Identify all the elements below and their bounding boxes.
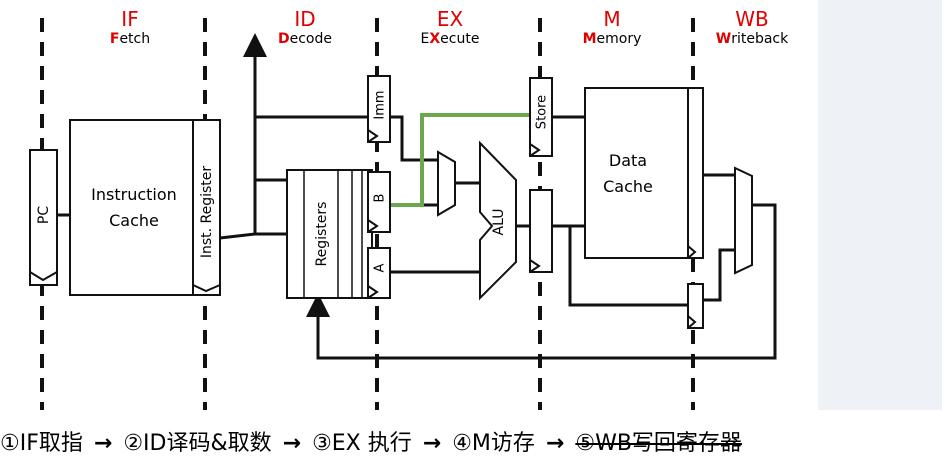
- stage-m-name: Memory: [582, 31, 642, 47]
- ex-mux: [437, 150, 456, 217]
- stage-if-abbr: IF: [121, 7, 139, 31]
- wire-latch-bypass: [568, 226, 688, 307]
- a-latch: A: [367, 247, 391, 299]
- stage-m-abbr: M: [603, 7, 621, 31]
- stage-ex-abbr: EX: [436, 7, 464, 31]
- stage-wb: WB Writeback: [716, 8, 788, 48]
- register-file: Registers: [286, 169, 373, 299]
- caption-step-ex: ③EX 执行: [312, 431, 412, 456]
- stage-ex: EX EXecute: [421, 8, 480, 48]
- caption-step-m: ④M访存: [452, 431, 535, 456]
- a-label: A: [373, 263, 388, 272]
- stage-if: IF Fetch: [110, 8, 150, 48]
- caption-arrow-2: →: [282, 431, 302, 456]
- pipeline-caption: ①IF取指 → ②ID译码&取数 → ③EX 执行 → ④M访存 → ⑤WB写回…: [0, 424, 942, 464]
- stage-id-name: Decode: [277, 31, 333, 47]
- icache-label-1: Instruction: [91, 185, 177, 204]
- caption-step-wb: ⑤WB写回寄存器: [575, 431, 742, 456]
- store-label: Store: [535, 95, 550, 129]
- stage-wb-name: Writeback: [715, 31, 789, 47]
- ex-m-result-latch: [529, 189, 553, 273]
- caption-arrow-3: →: [422, 431, 442, 456]
- stage-wb-abbr: WB: [735, 7, 769, 31]
- store-latch: Store: [529, 77, 553, 157]
- dcache-label-2: Cache: [603, 177, 653, 196]
- stage-header: IF Fetch ID Decode EX EXecute M Memory W…: [0, 0, 818, 60]
- stage-id: ID Decode: [278, 8, 332, 48]
- stage-if-name: Fetch: [109, 31, 151, 47]
- wire-writeback-loop: [306, 203, 777, 360]
- side-panel: [818, 0, 942, 410]
- green-forwarding-path: [390, 113, 530, 207]
- caption-arrow-4: →: [545, 431, 565, 456]
- imm-label: Imm: [373, 90, 388, 119]
- data-cache: Data Cache: [584, 87, 689, 259]
- caption-step-if: ①IF取指: [0, 431, 83, 456]
- wire-latch-mux: [703, 248, 735, 302]
- alu-label: ALU: [491, 209, 507, 236]
- instruction-cache: Instruction Cache: [69, 119, 199, 296]
- imm-latch: Imm: [367, 75, 391, 143]
- caption-step-id: ②ID译码&取数: [123, 431, 272, 456]
- pc-label: PC: [36, 206, 52, 224]
- pc-latch: PC: [29, 149, 58, 286]
- wires: [57, 33, 777, 360]
- stage-m: M Memory: [583, 8, 642, 48]
- caption-arrow-1: →: [93, 431, 113, 456]
- b-latch: B: [367, 171, 391, 233]
- wire-ir-registers: [219, 232, 287, 240]
- mem-wb-latch-bottom: [687, 283, 704, 329]
- mem-wb-latch-top: [687, 87, 704, 259]
- stage-id-abbr: ID: [294, 7, 316, 31]
- wb-mux: [734, 166, 753, 275]
- dcache-label-1: Data: [609, 151, 647, 170]
- registers-label: Registers: [314, 202, 330, 267]
- inst-register-label: Inst. Register: [199, 166, 215, 259]
- alu: ALU: [479, 140, 517, 301]
- wire-imm-mux: [390, 115, 438, 162]
- stage-ex-name: EXecute: [420, 31, 480, 47]
- inst-register-latch: Inst. Register: [192, 119, 221, 296]
- pipeline-diagram: PC Instruction Cache Inst. Register Regi…: [29, 18, 777, 410]
- b-label: B: [373, 194, 388, 203]
- icache-label-2: Cache: [109, 211, 159, 230]
